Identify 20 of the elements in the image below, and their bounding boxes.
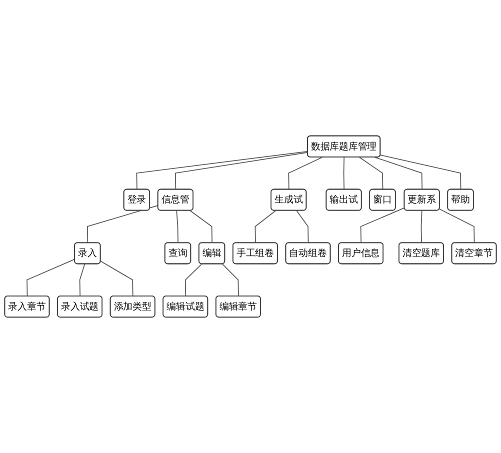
- connector: [100, 260, 134, 297]
- connector: [184, 264, 202, 297]
- connector: [438, 208, 475, 244]
- connector: [254, 210, 276, 244]
- connector: [374, 156, 423, 190]
- connector: [222, 264, 239, 297]
- connector: [174, 152, 308, 190]
- connector: [288, 156, 323, 190]
- connector: [86, 205, 159, 244]
- connector: [26, 258, 76, 297]
- connector: [190, 210, 213, 244]
- connector: [360, 207, 405, 244]
- connector: [358, 156, 384, 190]
- connector: [343, 156, 344, 190]
- connector: [380, 154, 462, 190]
- connector: [79, 264, 86, 297]
- connector: [176, 210, 178, 244]
- connector: [296, 210, 309, 244]
- connector: [136, 150, 308, 190]
- connector: [420, 210, 422, 244]
